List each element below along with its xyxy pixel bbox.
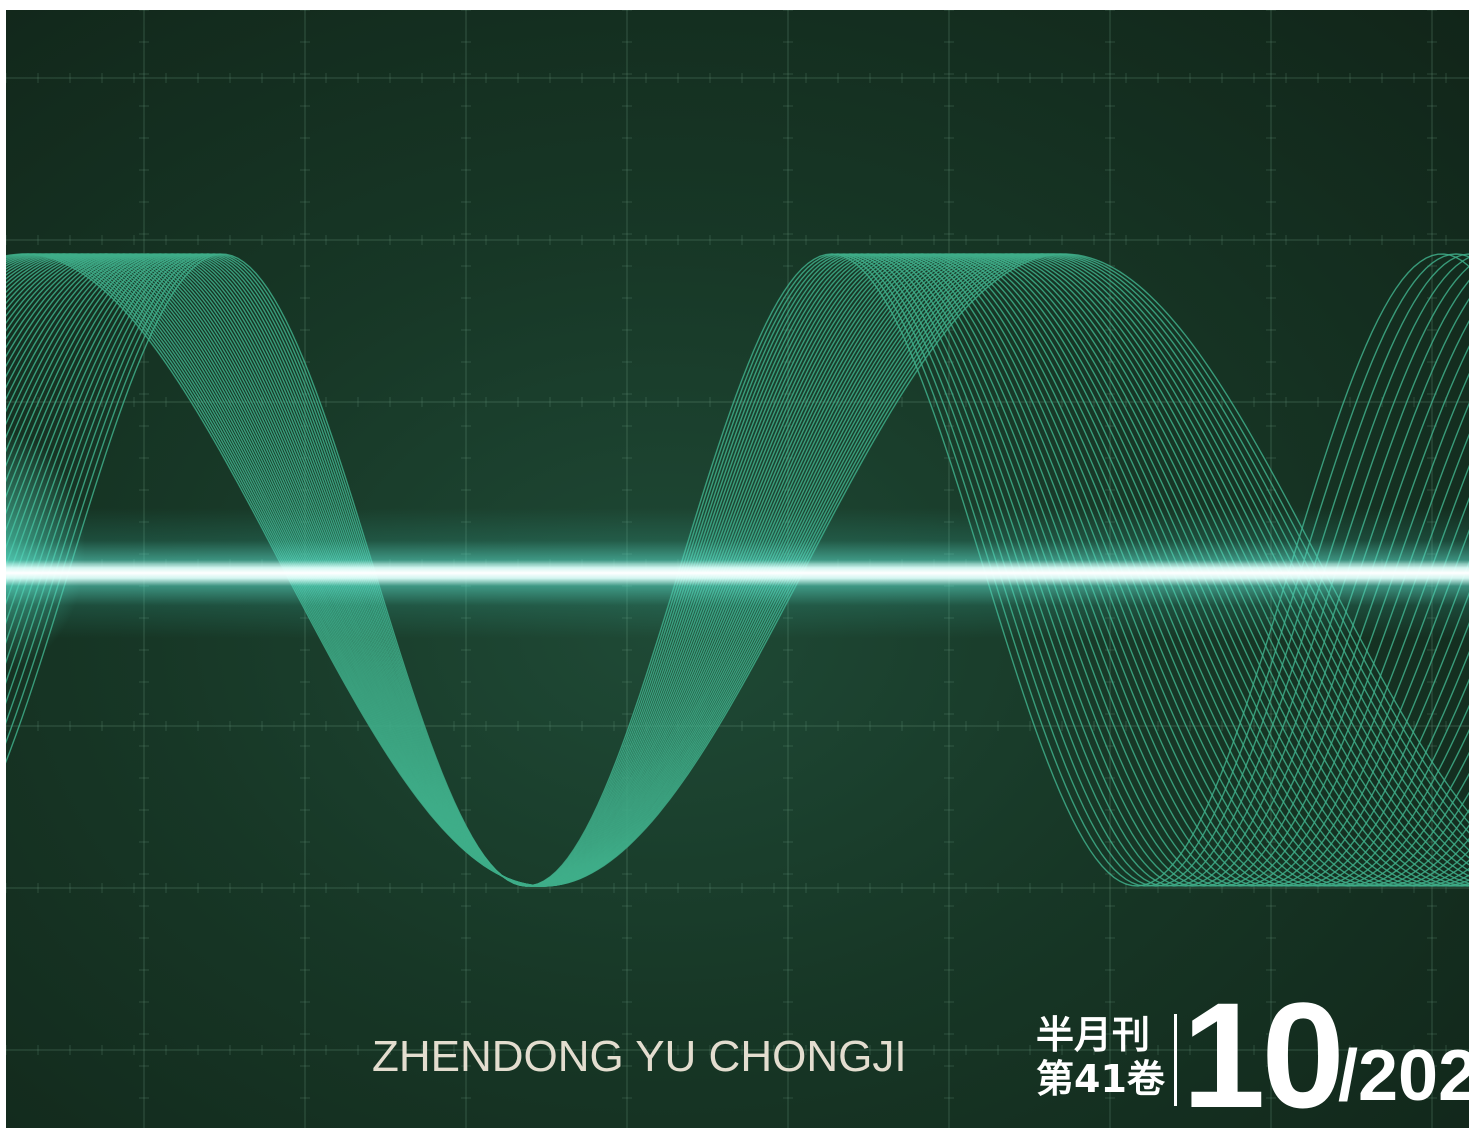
wave-line (6, 253, 1469, 887)
wave-line (6, 253, 1469, 887)
wave-line (6, 253, 1469, 887)
frequency-label: 半月刊 (1036, 1013, 1151, 1057)
wave-line (6, 253, 1469, 887)
wave-line (6, 253, 1469, 887)
wave-line (6, 253, 1469, 887)
issue-year: /202 (1338, 1036, 1469, 1116)
journal-cover: ZHENDONG YU CHONGJI 半月刊 第41卷 10 /202 (6, 10, 1469, 1128)
wave-line (6, 253, 1469, 887)
wave-line (6, 253, 1469, 887)
left-glow (6, 430, 86, 670)
wave-line (6, 253, 1469, 887)
wave-line (6, 253, 1469, 887)
wave-line (6, 253, 1469, 887)
wave-line (6, 253, 1469, 887)
wave-line (6, 253, 1469, 887)
wave-line (6, 253, 1469, 887)
wave-line (6, 253, 1469, 887)
volume-label: 第41卷 (1036, 1057, 1165, 1101)
frequency-volume-label: 半月刊 第41卷 (1036, 1013, 1165, 1101)
vertical-divider (1174, 1014, 1177, 1106)
sine-wave-bundle (6, 253, 1469, 887)
wave-line (6, 253, 1469, 887)
journal-pinyin-title: ZHENDONG YU CHONGJI (372, 1032, 907, 1081)
wave-line (6, 253, 1469, 887)
wave-line (6, 253, 1469, 887)
wave-line (6, 253, 1469, 887)
issue-number: 10 (1182, 971, 1345, 1128)
